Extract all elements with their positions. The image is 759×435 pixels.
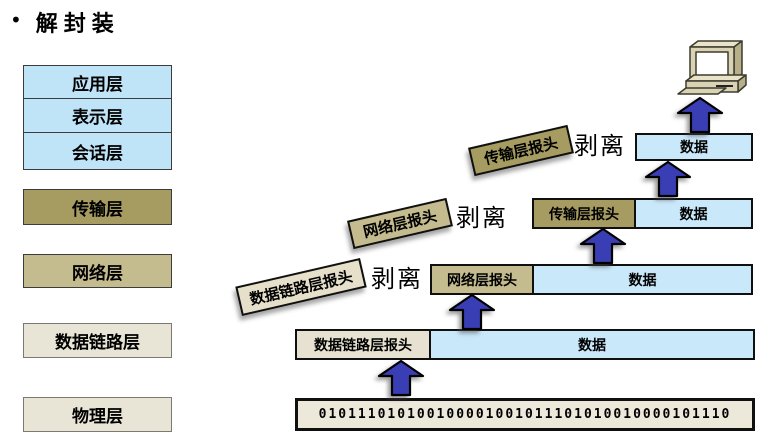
peel-action-datalink: 剥离 <box>371 265 423 293</box>
peel-action-network: 剥离 <box>456 204 508 232</box>
arrow-network-to-transport-icon <box>579 227 627 265</box>
arrow-physical-to-datalink-icon <box>377 359 425 397</box>
stack-transport-data: 数据 <box>634 198 753 229</box>
osi-layer-session: 会话层 <box>23 132 172 170</box>
stack-transport-header: 传输层报头 <box>532 198 636 229</box>
osi-layer-physical: 物理层 <box>23 397 172 432</box>
computer-icon <box>677 40 747 95</box>
stack-physical-bits: 0101110101001000010010111010100100001011… <box>295 398 755 431</box>
peeled-datalink-header: 数据链路层报头 <box>235 257 367 317</box>
page-title: 解封装 <box>35 11 120 37</box>
osi-layer-transport: 传输层 <box>23 189 172 225</box>
arrow-data-to-computer-icon <box>676 96 724 134</box>
osi-layer-datalink: 数据链路层 <box>23 323 172 358</box>
page-title-row: • 解封装 <box>10 6 120 38</box>
stack-datalink-data: 数据 <box>429 329 755 360</box>
stack-top-data-box: 数据 <box>635 133 753 161</box>
bullet-icon: • <box>10 8 22 32</box>
osi-layer-application: 应用层 <box>23 65 172 99</box>
arrow-transport-to-data-icon <box>644 160 692 198</box>
stack-network-data: 数据 <box>532 264 753 295</box>
peel-action-transport: 剥离 <box>574 132 626 160</box>
stack-datalink-header: 数据链路层报头 <box>295 329 431 360</box>
peeled-transport-header: 传输层报头 <box>468 124 574 177</box>
osi-layer-network: 网络层 <box>23 254 172 288</box>
arrow-datalink-to-network-icon <box>448 293 496 331</box>
peeled-network-header: 网络层报头 <box>347 197 453 250</box>
osi-layer-presentation: 表示层 <box>23 98 172 133</box>
stack-network-header: 网络层报头 <box>430 264 534 295</box>
